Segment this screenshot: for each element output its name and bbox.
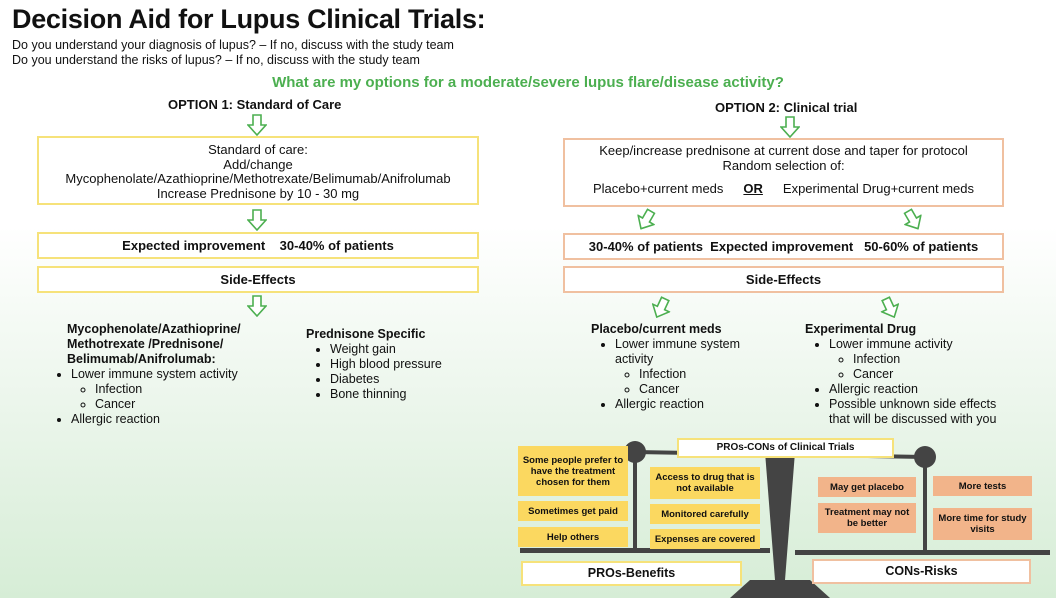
pro-note: Some people prefer to have the treatment… [518, 446, 628, 496]
intro-line-1: Do you understand your diagnosis of lupu… [12, 38, 454, 52]
pro-note: Access to drug that is not available [650, 467, 760, 499]
list-item: Infection [95, 382, 297, 397]
con-note: More tests [933, 476, 1032, 496]
prednisone-section: Prednisone Specific Weight gain High blo… [306, 327, 476, 402]
pro-note: Help others [518, 527, 628, 547]
choice-experimental: Experimental Drug+current meds [782, 181, 975, 196]
list-item: Infection [853, 352, 1045, 367]
main-question: What are my options for a moderate/sever… [272, 74, 784, 91]
drugs-heading-3: Belimumab/Anifrolumab: [67, 352, 216, 366]
or-label: OR [743, 181, 763, 196]
option2-improvement-box: 30-40% of patients Expected improvement … [563, 233, 1004, 260]
option1-improvement-box: Expected improvement 30-40% of patients [37, 232, 479, 259]
list-item: Cancer [853, 367, 1045, 382]
pro-note: Monitored carefully [650, 504, 760, 524]
care-line-2: Add/change [223, 156, 293, 172]
improvement-b: 50-60% of patients [864, 239, 979, 254]
drugs-heading-2: Methotrexate /Prednisone/ [67, 337, 224, 351]
prednisone-heading: Prednisone Specific [306, 327, 426, 341]
diagonal-arrow-icon [903, 208, 922, 230]
list-item: High blood pressure [330, 357, 476, 372]
pro-note: Expenses are covered [650, 529, 760, 549]
care-line-3: Mycophenolate/Azathioprine/Methotrexate/… [65, 171, 451, 186]
option1-side-effects-box: Side-Effects [37, 266, 479, 293]
con-note: May get placebo [818, 477, 916, 497]
trial-line-1: Keep/increase prednisone at current dose… [599, 143, 968, 158]
improvement-value: 30-40% of patients [279, 238, 394, 253]
intro-line-2: Do you understand the risks of lupus? – … [12, 53, 420, 67]
pros-label: PROs-Benefits [521, 561, 742, 586]
option2-heading: OPTION 2: Clinical trial [715, 100, 858, 115]
standard-of-care-box: Standard of care: Add/change Mycophenola… [37, 136, 479, 205]
balance-scale-graphic [520, 441, 1050, 598]
drugs-heading-1: Mycophenolate/Azathioprine/ [67, 322, 241, 336]
list-item: Allergic reaction [615, 397, 791, 412]
list-item: Lower immune system activity Infection C… [71, 367, 297, 412]
list-item: Weight gain [330, 342, 476, 357]
list-item: Allergic reaction [71, 412, 297, 427]
trial-line-2: Random selection of: [722, 157, 845, 173]
down-arrow-icon [247, 295, 267, 317]
diagonal-arrow-icon [879, 296, 900, 319]
down-arrow-icon [780, 116, 800, 138]
list-item: Bone thinning [330, 387, 476, 402]
cons-label: CONs-Risks [812, 559, 1031, 584]
improvement-label: Expected improvement [710, 239, 854, 254]
list-item: Cancer [95, 397, 297, 412]
placebo-section: Placebo/current meds Lower immune system… [591, 322, 791, 412]
diagonal-arrow-icon [651, 296, 672, 319]
list-item: Allergic reaction [829, 382, 1045, 397]
down-arrow-icon [247, 114, 267, 136]
choice-placebo: Placebo+current meds [592, 181, 724, 196]
side-effects-label: Side-Effects [745, 272, 822, 287]
list-item: Diabetes [330, 372, 476, 387]
improvement-a: 30-40% of patients [588, 239, 703, 254]
care-line-1: Standard of care: [208, 142, 308, 157]
con-note: More time for study visits [933, 508, 1032, 540]
con-note: Treatment may not be better [818, 503, 916, 533]
page-title: Decision Aid for Lupus Clinical Trials: [12, 4, 486, 34]
experimental-section: Experimental Drug Lower immune activity … [805, 322, 1045, 427]
placebo-heading: Placebo/current meds [591, 322, 722, 336]
improvement-label: Expected improvement [122, 238, 266, 253]
care-line-4: Increase Prednisone by 10 - 30 mg [156, 185, 360, 201]
list-item: Cancer [639, 382, 791, 397]
side-effects-label: Side-Effects [220, 272, 296, 287]
option2-side-effects-box: Side-Effects [563, 266, 1004, 293]
clinical-trial-box: Keep/increase prednisone at current dose… [563, 138, 1004, 207]
scale-title: PROs-CONs of Clinical Trials [677, 438, 894, 458]
experimental-heading: Experimental Drug [805, 322, 917, 336]
list-item: Infection [639, 367, 791, 382]
option1-heading: OPTION 1: Standard of Care [168, 97, 342, 112]
pro-note: Sometimes get paid [518, 501, 628, 521]
down-arrow-icon [247, 209, 267, 231]
list-item: Lower immune activity Infection Cancer [829, 337, 1045, 382]
diagonal-arrow-icon [637, 208, 656, 230]
option1-drugs-section: Mycophenolate/Azathioprine/ Methotrexate… [67, 322, 297, 427]
